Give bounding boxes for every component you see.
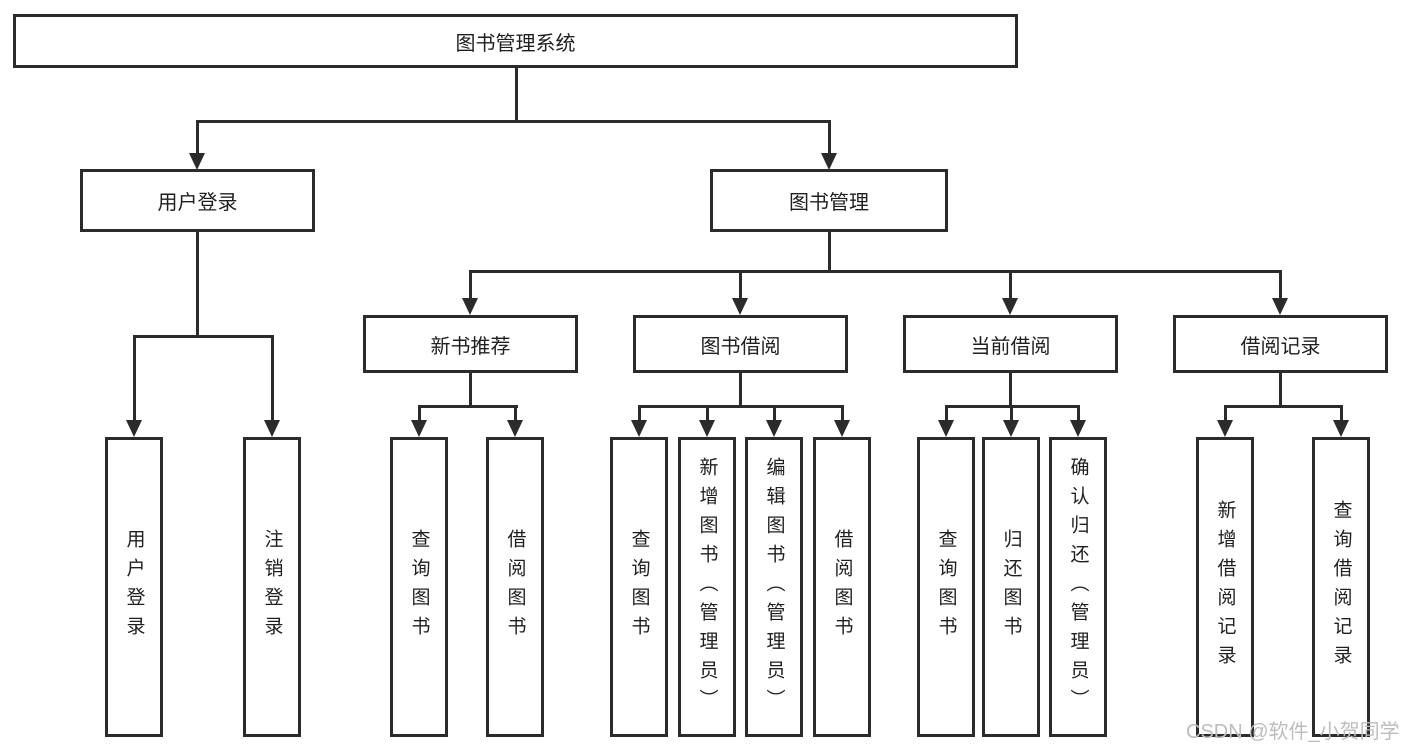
arrowhead-down-icon <box>1217 420 1233 437</box>
connector-line <box>271 335 274 422</box>
leaf-label: 查询图书 <box>628 529 650 645</box>
connector-line <box>469 270 472 301</box>
node-user-login: 用户登录 <box>80 169 315 232</box>
arrowhead-down-icon <box>126 420 142 437</box>
connector-line <box>841 405 844 422</box>
connector-line <box>638 405 844 408</box>
leaf-borrow-book-recommend: 借阅图书 <box>486 437 544 737</box>
arrowhead-down-icon <box>507 420 523 437</box>
arrowhead-down-icon <box>699 420 715 437</box>
node-book-borrow: 图书借阅 <box>633 315 848 373</box>
leaf-label: 查询图书 <box>408 529 430 645</box>
connector-line <box>1279 270 1282 301</box>
leaf-add-book-admin: 新增图书（管理员） <box>678 437 736 737</box>
leaf-edit-book-admin: 编辑图书（管理员） <box>745 437 803 737</box>
arrowhead-down-icon <box>631 420 647 437</box>
connector-line <box>1077 405 1080 422</box>
leaf-query-book-current: 查询图书 <box>917 437 975 737</box>
connector-line <box>1279 372 1282 407</box>
leaf-label: 确认归还（管理员） <box>1067 456 1089 718</box>
connector-line <box>1340 405 1343 422</box>
connector-line <box>739 270 742 301</box>
leaf-label: 借阅图书 <box>831 529 853 645</box>
node-current-borrow: 当前借阅 <box>903 315 1118 373</box>
connector-line <box>1224 405 1343 408</box>
arrowhead-down-icon <box>732 298 748 315</box>
connector-line <box>418 405 518 408</box>
connector-line <box>1009 270 1012 301</box>
leaf-label: 新增图书（管理员） <box>696 456 718 718</box>
connector-line <box>828 232 831 273</box>
connector-line <box>1224 405 1227 422</box>
arrowhead-down-icon <box>766 420 782 437</box>
arrowhead-down-icon <box>1002 298 1018 315</box>
leaf-logout: 注销登录 <box>243 437 301 737</box>
connector-line <box>773 405 776 422</box>
node-new-book-recommend: 新书推荐 <box>363 315 578 373</box>
connector-line <box>828 120 831 156</box>
connector-line <box>515 68 518 121</box>
leaf-add-borrow-record: 新增借阅记录 <box>1196 437 1254 737</box>
arrowhead-down-icon <box>834 420 850 437</box>
arrowhead-down-icon <box>1003 420 1019 437</box>
leaf-label: 查询借阅记录 <box>1330 500 1352 674</box>
leaf-label: 借阅图书 <box>504 529 526 645</box>
leaf-borrow-book: 借阅图书 <box>813 437 871 737</box>
arrowhead-down-icon <box>821 153 837 170</box>
leaf-label: 查询图书 <box>935 529 957 645</box>
connector-line <box>133 335 136 422</box>
leaf-label: 新增借阅记录 <box>1214 500 1236 674</box>
arrowhead-down-icon <box>411 420 427 437</box>
leaf-label: 注销登录 <box>261 529 283 645</box>
connector-line <box>469 372 472 407</box>
leaf-label: 归还图书 <box>1000 529 1022 645</box>
connector-line <box>133 335 274 338</box>
node-borrow-record: 借阅记录 <box>1173 315 1388 373</box>
node-root-library-system: 图书管理系统 <box>13 14 1018 68</box>
leaf-query-book-borrow: 查询图书 <box>610 437 668 737</box>
arrowhead-down-icon <box>264 420 280 437</box>
arrowhead-down-icon <box>462 298 478 315</box>
connector-line <box>469 270 1282 273</box>
csdn-watermark: CSDN @软件_小贺同学 <box>1186 721 1400 743</box>
leaf-query-book-recommend: 查询图书 <box>390 437 448 737</box>
leaf-query-borrow-record: 查询借阅记录 <box>1312 437 1370 737</box>
arrowhead-down-icon <box>1070 420 1086 437</box>
leaf-return-book: 归还图书 <box>982 437 1040 737</box>
connector-line <box>638 405 641 422</box>
connector-line <box>706 405 709 422</box>
connector-line <box>1009 372 1012 407</box>
arrowhead-down-icon <box>1272 298 1288 315</box>
leaf-label: 编辑图书（管理员） <box>763 456 785 718</box>
connector-line <box>945 405 948 422</box>
connector-line <box>514 405 517 422</box>
connector-line <box>196 232 199 337</box>
connector-line <box>196 120 199 156</box>
arrowhead-down-icon <box>189 153 205 170</box>
connector-line <box>196 120 831 123</box>
leaf-confirm-return-admin: 确认归还（管理员） <box>1049 437 1107 737</box>
leaf-user-login: 用户登录 <box>105 437 163 737</box>
connector-line <box>418 405 421 422</box>
node-book-management: 图书管理 <box>710 169 948 232</box>
arrowhead-down-icon <box>1333 420 1349 437</box>
arrowhead-down-icon <box>938 420 954 437</box>
connector-line <box>739 372 742 407</box>
leaf-label: 用户登录 <box>123 529 145 645</box>
connector-line <box>1010 405 1013 422</box>
